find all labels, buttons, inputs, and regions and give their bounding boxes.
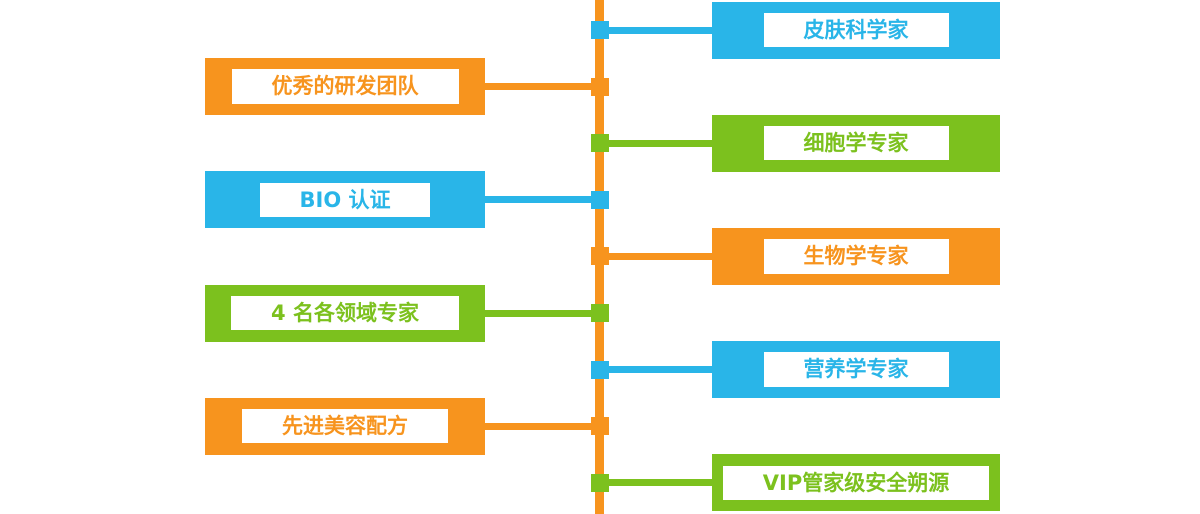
branch-node-square: [591, 77, 609, 96]
connector-line: [600, 479, 712, 487]
branch-node-square: [591, 190, 609, 209]
diagram-box-7: 营养学专家: [712, 341, 1000, 399]
connector-line: [485, 422, 600, 430]
diagram-box-4: BIO 认证: [205, 171, 485, 229]
diagram-box-label: 营养学专家: [763, 352, 949, 387]
branch-node-square: [591, 473, 609, 492]
connector-line: [600, 366, 712, 374]
connector-line: [485, 196, 600, 204]
diagram-box-2: 优秀的研发团队: [205, 58, 485, 116]
diagram-box-3: 细胞学专家: [712, 114, 1000, 172]
connector-line: [600, 139, 712, 147]
connector-line: [485, 83, 600, 91]
diagram-box-label: 优秀的研发团队: [231, 69, 459, 104]
diagram-box-1: 皮肤科学家: [712, 1, 1000, 59]
branch-node-square: [591, 417, 609, 436]
connector-line: [600, 26, 712, 34]
diagram-box-8: 先进美容配方: [205, 397, 485, 455]
diagram-box-label: BIO 认证: [259, 182, 431, 217]
branch-node-square: [591, 360, 609, 379]
diagram-box-label: VIP管家级安全朔源: [722, 465, 990, 500]
diagram-box-label: 细胞学专家: [763, 126, 949, 161]
branch-node-square: [591, 21, 609, 39]
branch-node-square: [591, 247, 609, 266]
branch-node-square: [591, 304, 609, 322]
diagram-box-6: 4 名各领域专家: [205, 284, 485, 342]
connector-line: [600, 252, 712, 260]
diagram-box-label: 4 名各领域专家: [231, 295, 459, 331]
diagram-box-label: 先进美容配方: [242, 409, 448, 444]
diagram-box-9: VIP管家级安全朔源: [712, 454, 1000, 512]
connector-line: [485, 309, 600, 317]
diagram-box-5: 生物学专家: [712, 227, 1000, 285]
diagram-box-label: 生物学专家: [763, 239, 949, 274]
branch-node-square: [591, 134, 609, 153]
diagram-box-label: 皮肤科学家: [763, 12, 949, 48]
